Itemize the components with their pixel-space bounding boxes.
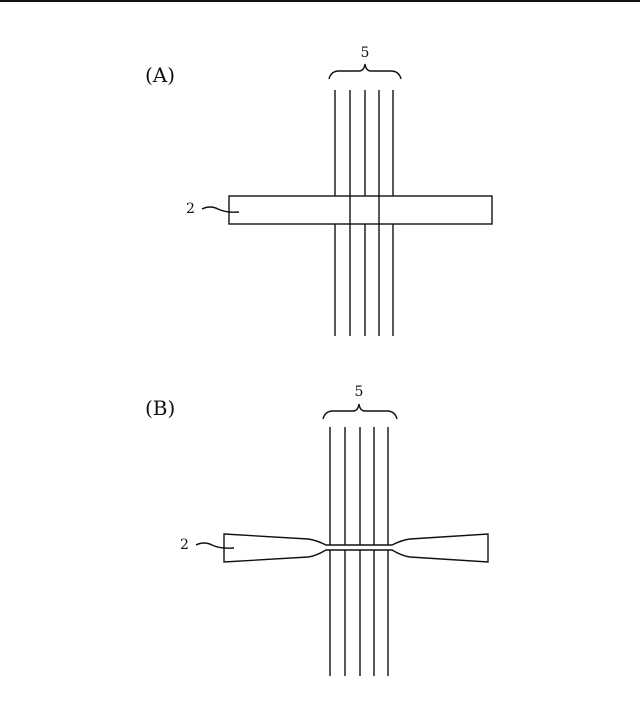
panel-a-group-brace (329, 64, 401, 79)
panel-a-group-ref: 5 (361, 45, 370, 61)
panel-b-label: (B) (145, 396, 175, 420)
panel-a: (A) 5 2 (145, 45, 492, 336)
panel-b-strip-ref: 2 (180, 537, 189, 553)
panel-b-group-brace (323, 404, 397, 419)
panel-b-tapered-strip (224, 534, 488, 562)
panel-a-strip-ref: 2 (186, 201, 195, 217)
panel-a-label: (A) (145, 63, 175, 87)
panel-b-group-ref: 5 (355, 384, 364, 400)
panel-a-strip (229, 196, 492, 224)
panel-b: (B) 5 2 (145, 384, 488, 676)
